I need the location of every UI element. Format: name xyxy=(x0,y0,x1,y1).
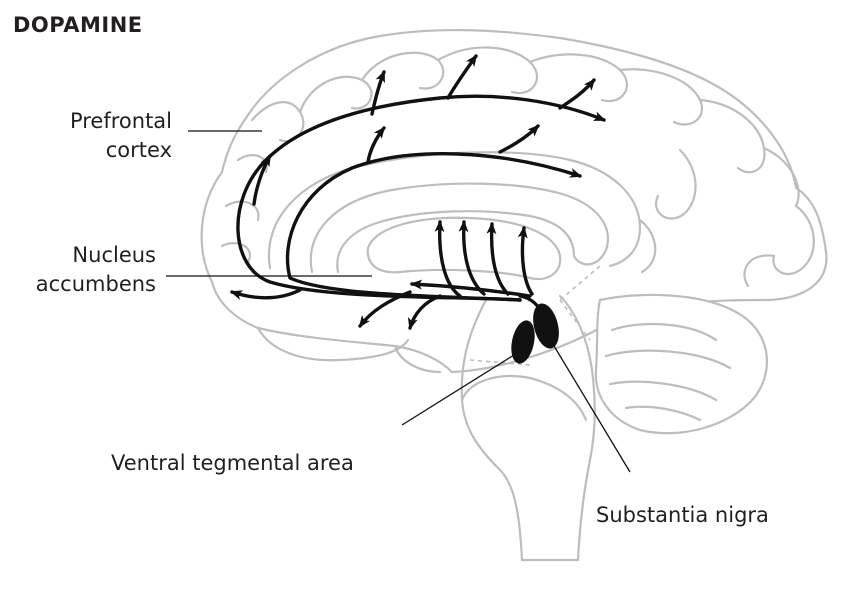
branch-6 xyxy=(500,126,538,152)
gyri-occipital xyxy=(640,150,814,286)
label-prefrontal-line2: cortex xyxy=(106,138,172,162)
branch-amygdala-2 xyxy=(410,296,440,328)
dopamine-pathways xyxy=(232,56,604,328)
fan-2 xyxy=(464,222,484,294)
label-prefrontal-line1: Prefrontal xyxy=(70,109,172,133)
cingulate-gyrus xyxy=(269,152,640,268)
branch-2 xyxy=(448,56,476,98)
diagram-title: DOPAMINE xyxy=(13,13,143,37)
label-substantia-nigra: Substantia nigra xyxy=(596,503,769,527)
label-ventral-tegmental-area: Ventral tegmental area xyxy=(111,451,354,475)
label-nucleus-line2: accumbens xyxy=(36,272,156,296)
branch-3 xyxy=(560,80,594,108)
corpus-callosum xyxy=(311,184,608,272)
substantia-nigra-nucleus xyxy=(529,301,563,351)
leader-ventral-tegmental-area xyxy=(402,350,522,425)
label-nucleus-line1: Nucleus xyxy=(72,243,156,267)
branch-anterior xyxy=(232,290,300,298)
pons xyxy=(462,376,586,420)
branch-5 xyxy=(368,128,384,162)
branch-nucleus-accumbens xyxy=(412,284,530,296)
fan-3 xyxy=(492,224,508,294)
fan-4 xyxy=(522,228,532,294)
